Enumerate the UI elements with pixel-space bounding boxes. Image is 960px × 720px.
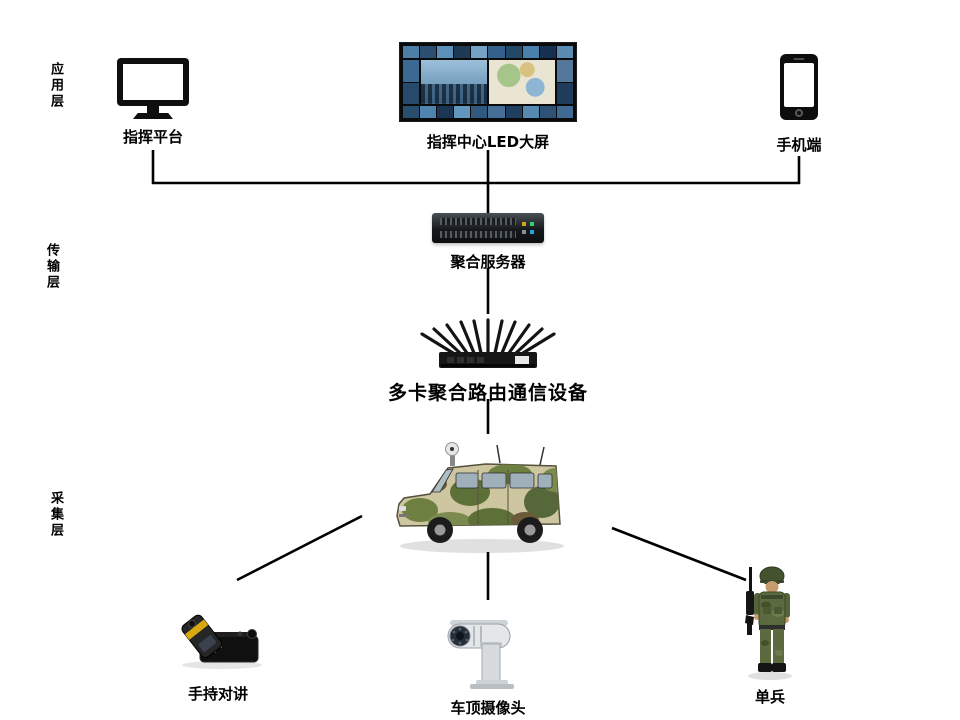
node-roof-camera: 车顶摄像头 xyxy=(440,598,536,718)
led-thumb xyxy=(522,46,539,58)
node-led-wall: 指挥中心LED大屏 xyxy=(399,42,577,152)
soldier-leg xyxy=(773,629,784,665)
soldier-leg xyxy=(760,629,771,665)
led-thumb xyxy=(454,106,471,118)
led-thumb xyxy=(454,46,471,58)
soldier-rifle xyxy=(745,567,754,635)
phone-home-button xyxy=(795,109,803,117)
led-thumb xyxy=(403,46,420,58)
roof-camera-label: 车顶摄像头 xyxy=(450,699,526,717)
led-thumb xyxy=(437,106,454,118)
handheld-intercom-icon xyxy=(181,614,262,669)
led-center-panels xyxy=(421,60,555,104)
led-thumbs-bottom xyxy=(403,106,573,118)
led-thumb xyxy=(539,46,556,58)
node-command-platform: 指挥平台 xyxy=(103,58,203,147)
led-thumb xyxy=(539,106,556,118)
led-thumb xyxy=(471,106,488,118)
command-platform-label: 指挥平台 xyxy=(122,128,183,146)
led-thumb xyxy=(557,60,573,82)
led-thumb xyxy=(403,106,420,118)
led-thumbs-left xyxy=(403,60,419,104)
led-thumb xyxy=(556,46,573,58)
node-handheld: 手持对讲 xyxy=(170,596,266,704)
node-soldier: 单兵 xyxy=(738,563,802,707)
radio-knob xyxy=(247,629,257,639)
vehicle-antenna xyxy=(539,446,545,466)
router-label: 多卡聚合路由通信设备 xyxy=(388,382,589,404)
command-vehicle-icon xyxy=(396,442,564,553)
led-thumb xyxy=(522,106,539,118)
router-antennas xyxy=(420,318,556,355)
soldier-icon xyxy=(745,566,792,680)
led-city-panel xyxy=(421,60,487,104)
led-thumb xyxy=(557,82,573,104)
server-icon xyxy=(432,213,544,243)
led-thumb xyxy=(505,106,522,118)
soldier-label: 单兵 xyxy=(754,688,785,706)
led-thumb xyxy=(556,106,573,118)
vehicle-windshield xyxy=(431,468,454,493)
led-thumb xyxy=(488,46,505,58)
soldier-face xyxy=(765,581,779,593)
layer-label-collection: 采集层 xyxy=(48,491,63,539)
node-vehicle xyxy=(390,430,580,558)
node-server: 聚合服务器 xyxy=(432,213,544,272)
led-thumb xyxy=(471,46,488,58)
vehicle-side-windows xyxy=(455,472,553,489)
layer-label-application: 应用层 xyxy=(48,62,63,110)
soldier-boot xyxy=(758,663,772,672)
handheld-device xyxy=(181,614,223,659)
phone-speaker xyxy=(793,58,805,60)
led-map-panel xyxy=(489,60,555,104)
node-router: 多卡聚合路由通信设备 xyxy=(388,312,587,405)
led-thumbs-top xyxy=(403,46,573,58)
soldier-boot xyxy=(772,663,786,672)
led-thumb xyxy=(420,46,437,58)
led-thumb xyxy=(420,106,437,118)
desktop-monitor-icon xyxy=(117,58,189,119)
layer-label-transmission: 传输层 xyxy=(44,243,59,291)
camera-base xyxy=(470,684,514,689)
server-led-lights xyxy=(530,222,534,226)
camera-column xyxy=(481,643,501,683)
led-thumbs-right xyxy=(557,60,573,104)
ptz-camera-icon xyxy=(447,620,514,689)
vehicle-headlight xyxy=(399,506,406,511)
mobile-label: 手机端 xyxy=(776,136,822,154)
smartphone-icon xyxy=(780,54,818,120)
node-mobile: 手机端 xyxy=(759,54,839,155)
vehicle-antenna xyxy=(496,444,501,464)
server-label: 聚合服务器 xyxy=(450,253,526,271)
led-thumb xyxy=(505,46,522,58)
led-thumb xyxy=(403,60,419,82)
led-wall-label: 指挥中心LED大屏 xyxy=(426,133,550,151)
handheld-label: 手持对讲 xyxy=(187,685,248,703)
led-thumb xyxy=(437,46,454,58)
multi-antenna-router-icon xyxy=(420,318,556,368)
phone-screen xyxy=(784,63,814,107)
led-wall-icon xyxy=(399,42,577,122)
led-thumb xyxy=(488,106,505,118)
led-thumb xyxy=(403,82,419,104)
